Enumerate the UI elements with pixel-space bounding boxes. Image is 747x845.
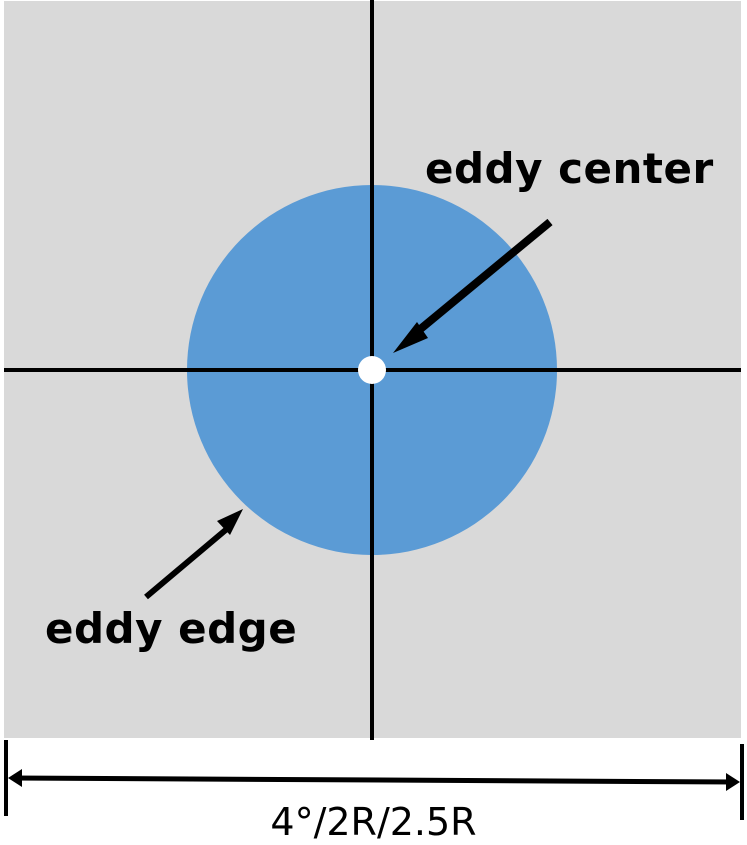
- center-point: [358, 356, 386, 384]
- eddy-center-label: eddy center: [425, 144, 714, 193]
- edge-arrow-icon: [144, 509, 243, 600]
- dimension-line: [4, 740, 744, 820]
- center-arrow-icon: [393, 218, 553, 353]
- dimension-label: 4°/2R/2.5R: [270, 800, 477, 844]
- eddy-edge-label: eddy edge: [45, 604, 298, 653]
